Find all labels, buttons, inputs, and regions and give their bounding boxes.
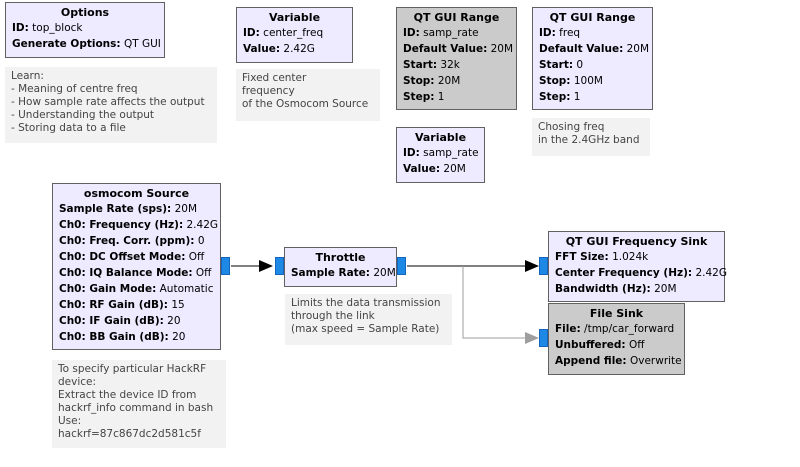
param-row: Ch0: RF Gain (dB): 15 — [59, 299, 185, 311]
throttle-block[interactable]: Throttle Sample Rate: 20M — [284, 247, 397, 287]
param-row: FFT Size: 1.024k — [555, 251, 649, 263]
param-row: ID: samp_rate — [403, 27, 479, 39]
param-row: Ch0: DC Offset Mode: Off — [59, 251, 205, 263]
param-row: Generate Options: QT GUI — [12, 38, 161, 50]
param-row: Default Value: 20M — [403, 43, 514, 55]
param-row: Ch0: IF Gain (dB): 20 — [59, 315, 181, 327]
variable-samp-rate-block[interactable]: Variable ID: samp_rate Value: 20M — [396, 127, 485, 183]
block-title: Options — [60, 6, 110, 19]
param-row: Ch0: Gain Mode: Automatic — [59, 283, 214, 295]
param-row: Ch0: Freq. Corr. (ppm): 0 — [59, 235, 205, 247]
param-row: Start: 0 — [539, 59, 584, 71]
param-row: ID: center_freq — [243, 27, 324, 39]
block-title: QT GUI Range — [549, 11, 636, 24]
throttle-input-port[interactable] — [275, 257, 284, 275]
param-row: ID: top_block — [12, 22, 83, 34]
param-row: Stop: 20M — [403, 75, 461, 87]
throttle-comment: Limits the data transmission through the… — [285, 294, 452, 345]
param-row: File: /tmp/car_forward — [555, 323, 675, 335]
qt-gui-range-freq-block[interactable]: QT GUI Range ID: freq Default Value: 20M… — [532, 7, 653, 110]
center-freq-comment: Fixed center frequency of the Osmocom So… — [236, 69, 380, 121]
block-title: Throttle — [315, 251, 366, 264]
qt-gui-range-samp-rate-block[interactable]: QT GUI Range ID: samp_rate Default Value… — [396, 7, 517, 110]
freq-sink-input-port[interactable] — [539, 257, 548, 275]
block-title: QT GUI Range — [413, 11, 500, 24]
param-row: Append file: Overwrite — [555, 355, 682, 367]
throttle-output-port[interactable] — [397, 257, 406, 275]
param-row: Stop: 100M — [539, 75, 603, 87]
param-row: Step: 1 — [539, 91, 581, 103]
param-row: Value: 2.42G — [243, 43, 315, 55]
param-row: ID: samp_rate — [403, 147, 479, 159]
block-title: QT GUI Frequency Sink — [565, 235, 708, 248]
param-row: Sample Rate: 20M — [291, 267, 396, 279]
options-block[interactable]: Options ID: top_block Generate Options: … — [5, 2, 165, 58]
param-row: Ch0: BB Gain (dB): 20 — [59, 331, 186, 343]
param-row: Unbuffered: Off — [555, 339, 645, 351]
param-row: Sample Rate (sps): 20M — [59, 203, 198, 215]
param-row: Default Value: 20M — [539, 43, 650, 55]
param-row: Bandwidth (Hz): 20M — [555, 283, 677, 295]
learn-comment: Learn: - Meaning of centre freq - How sa… — [5, 67, 217, 143]
hackrf-comment: To specify particular HackRF device: Ext… — [52, 360, 226, 448]
param-row: Start: 32k — [403, 59, 460, 71]
param-row: Center Frequency (Hz): 2.42G — [555, 267, 727, 279]
file-sink-input-port[interactable] — [539, 329, 548, 347]
file-sink-block[interactable]: File Sink File: /tmp/car_forward Unbuffe… — [548, 303, 685, 375]
freq-band-comment: Chosing freq in the 2.4GHz band — [532, 118, 650, 156]
param-row: Ch0: Frequency (Hz): 2.42G — [59, 219, 219, 231]
osmocom-source-block[interactable]: osmocom Source Sample Rate (sps): 20M Ch… — [52, 183, 221, 350]
wire-throttle-to-file-sink[interactable] — [462, 266, 539, 344]
block-title: Variable — [414, 131, 467, 144]
block-title: File Sink — [589, 307, 644, 320]
param-row: Value: 20M — [403, 163, 466, 175]
param-row: ID: freq — [539, 27, 581, 39]
qt-gui-frequency-sink-block[interactable]: QT GUI Frequency Sink FFT Size: 1.024k C… — [548, 231, 727, 302]
param-row: Step: 1 — [403, 91, 445, 103]
osmocom-source-output-port[interactable] — [221, 257, 230, 275]
block-title: Variable — [268, 11, 321, 24]
param-row: Ch0: IQ Balance Mode: Off — [59, 267, 212, 279]
variable-center-freq-block[interactable]: Variable ID: center_freq Value: 2.42G — [236, 7, 353, 63]
block-title: osmocom Source — [83, 187, 190, 200]
